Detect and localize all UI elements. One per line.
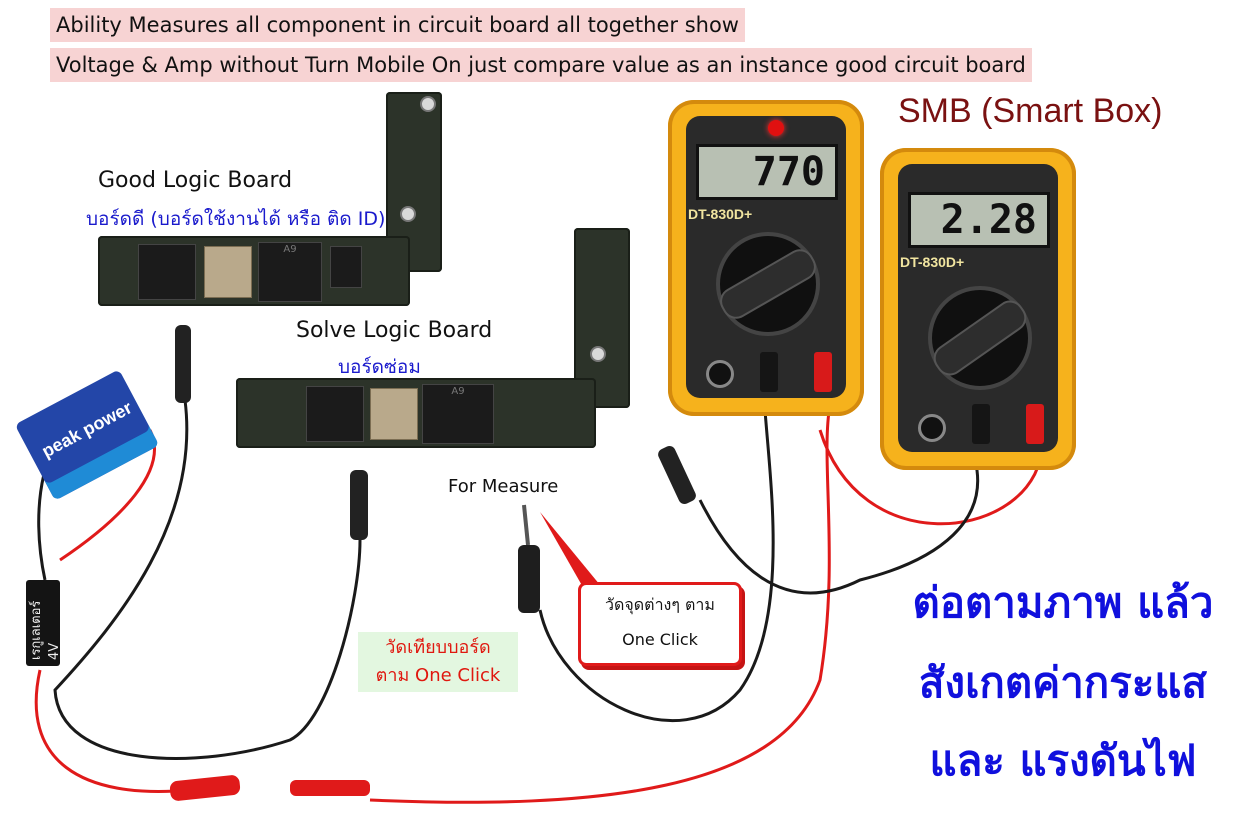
good-board-chip [138, 244, 196, 300]
banner-line-1: Ability Measures all component in circui… [50, 8, 745, 42]
instruction-line-1: ต่อตามภาพ แล้ว [912, 578, 1214, 627]
compare-note-line-1: วัดเทียบบอร์ด [385, 637, 491, 658]
battery-label: peak power [38, 397, 136, 462]
solve-board-shield [370, 388, 418, 440]
clip-good-board [175, 325, 191, 403]
multimeter-2-model: DT-830D+ [900, 254, 965, 270]
multimeter-2: 2.28 DT-830D+ [880, 148, 1076, 470]
black-wire-probe [538, 409, 775, 722]
solve-board-chip [306, 386, 364, 442]
red-wire-return [369, 404, 832, 804]
multimeter-1-model: DT-830D+ [688, 206, 753, 222]
multimeter-1-dial [714, 232, 822, 336]
good-board-subtitle: บอร์ดดี (บอร์ดใช้งานได้ หรือ ติด ID) [86, 208, 386, 230]
multimeter-2-black-plug [972, 404, 990, 444]
good-board-chip-2 [330, 246, 362, 288]
good-board-title: Good Logic Board [98, 168, 293, 193]
probe-handle [518, 545, 540, 613]
compare-note-line-2: ตาม One Click [375, 665, 501, 686]
black-wire-clip [698, 459, 980, 595]
black-wire-good-board [53, 399, 362, 760]
compare-note: วัดเทียบบอร์ด ตาม One Click [358, 632, 518, 692]
clip-red-bottom [169, 775, 241, 801]
for-measure-label: For Measure [448, 476, 559, 497]
good-logic-board-main: A9 [98, 236, 410, 306]
multimeter-1-jack-com [706, 360, 734, 388]
multimeter-2-display: 2.28 [908, 192, 1050, 248]
solve-board-a9-chip: A9 [422, 384, 494, 444]
solve-logic-board-main: A9 [236, 378, 596, 448]
probe-tip [522, 504, 530, 546]
smb-title: SMB (Smart Box) [898, 92, 1163, 130]
good-board-screw-hole-2 [420, 96, 436, 112]
multimeter-1-red-plug [814, 352, 832, 392]
multimeter-1-display: 770 [696, 144, 838, 200]
regulator-label: เรกูเลเตอร์ 4V [29, 600, 62, 660]
multimeter-2-jack-com [918, 414, 946, 442]
multimeter-2-dial [928, 286, 1032, 390]
solve-board-subtitle: บอร์ดซ่อม [338, 356, 421, 378]
voltage-regulator: เรกูเลเตอร์ 4V [26, 580, 62, 666]
multimeter-1-black-plug [760, 352, 778, 392]
good-board-a9-chip: A9 [258, 242, 322, 302]
solve-board-title: Solve Logic Board [296, 318, 493, 343]
measure-callout: วัดจุดต่างๆ ตาม One Click [578, 582, 742, 666]
red-wire-meter2 [818, 429, 1042, 526]
multimeter-2-red-plug [1026, 404, 1044, 444]
solve-board-screw-hole [590, 346, 606, 362]
multimeter-1-knob [714, 244, 822, 324]
multimeter-2-knob [928, 295, 1032, 381]
instruction-line-2: สังเกตค่ากระแส [918, 658, 1208, 707]
probe-red-bottom [290, 780, 370, 796]
red-wire-bottom [34, 669, 191, 793]
callout-line-1: วัดจุดต่างๆ ตาม [605, 595, 715, 614]
clip-solve-board [350, 470, 368, 540]
callout-arrow [540, 512, 600, 596]
multimeter-1-face: 770 DT-830D+ [686, 116, 846, 398]
multimeter-1-led [768, 120, 784, 136]
clip-meter [658, 445, 696, 505]
instruction-line-3: และ แรงดันไฟ [929, 736, 1197, 785]
good-board-screw-hole [400, 206, 416, 222]
multimeter-2-face: 2.28 DT-830D+ [898, 164, 1058, 452]
multimeter-1: 770 DT-830D+ [668, 100, 864, 416]
good-board-shield [204, 246, 252, 298]
callout-line-2: One Click [622, 630, 698, 649]
banner-line-2: Voltage & Amp without Turn Mobile On jus… [50, 48, 1032, 82]
